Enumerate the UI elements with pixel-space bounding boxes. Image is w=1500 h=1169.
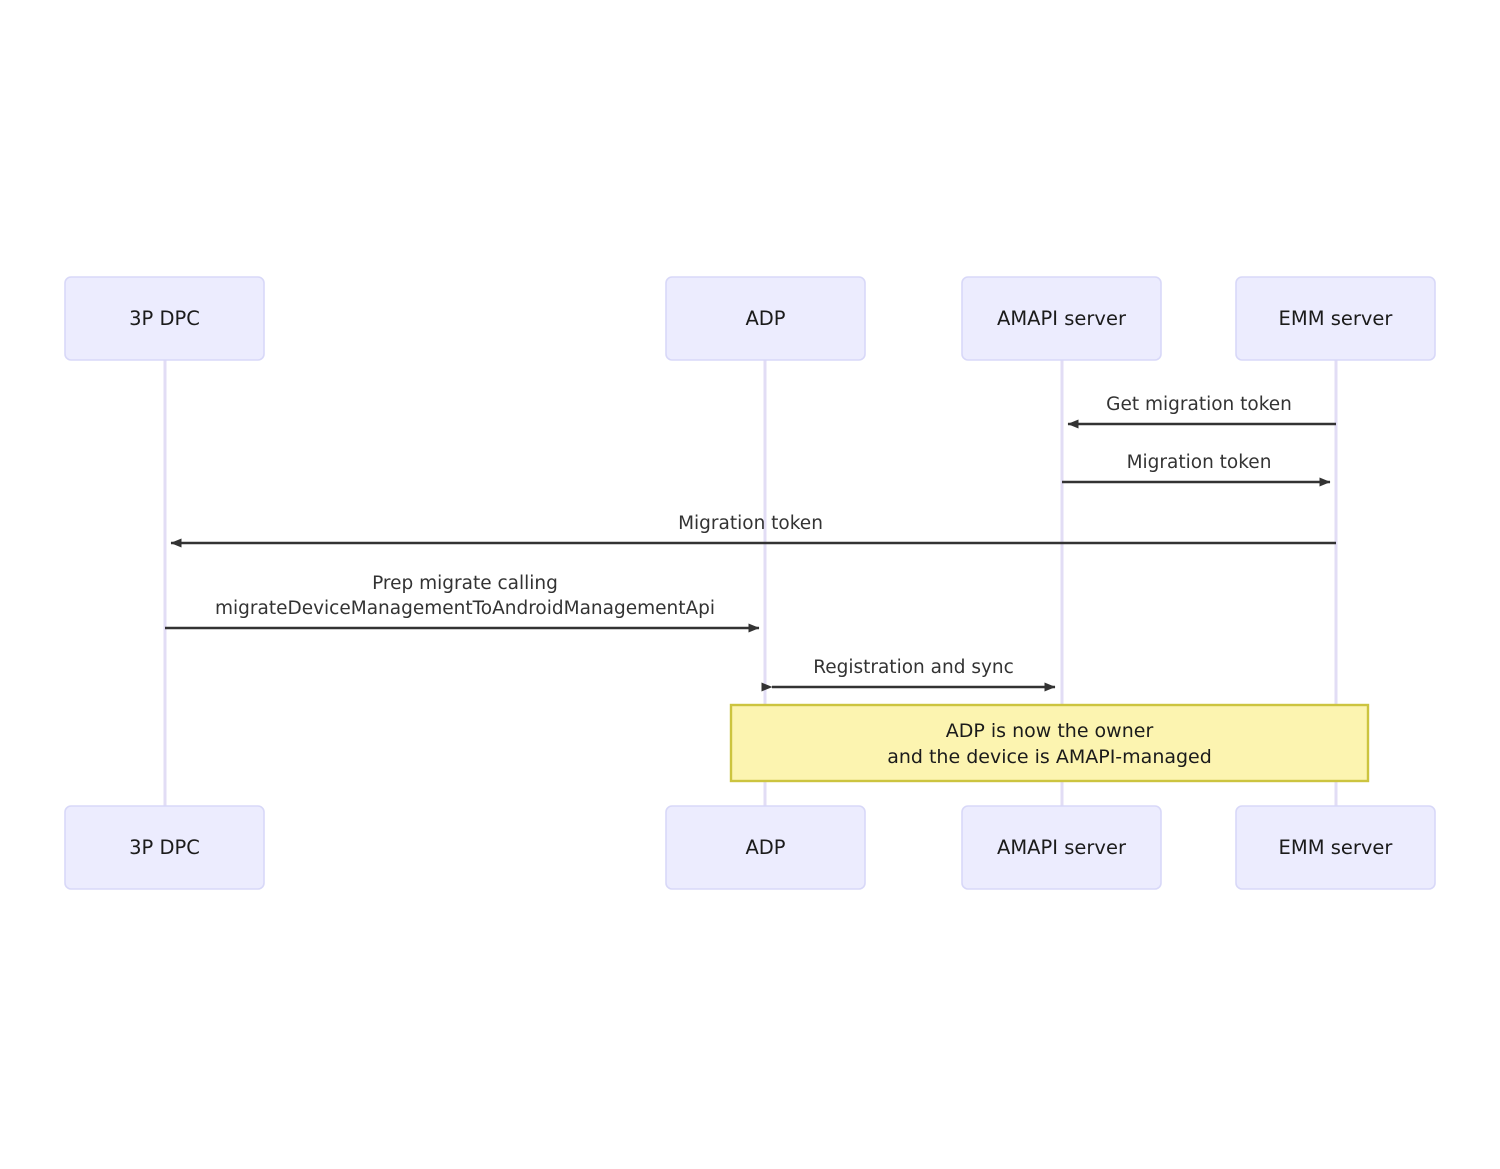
participant-box-rect — [665, 805, 866, 890]
message-3-emm-to-dpc: Migration token — [170, 513, 1336, 548]
participant-box-rect — [1235, 276, 1436, 361]
message-1-emm-to-amapi: Get migration token — [1067, 394, 1336, 429]
participant-box-rect — [1235, 805, 1436, 890]
message-label: Registration and sync — [813, 657, 1014, 678]
participant-label-adp-bottom: ADP — [745, 836, 785, 859]
message-label: Migration token — [678, 513, 823, 534]
message-label: Migration token — [1127, 452, 1272, 473]
note-owner-note: ADP is now the owner and the device is AM… — [729, 703, 1370, 783]
participant-amapi-bottom[interactable]: AMAPI server — [961, 805, 1162, 890]
message-5-adp-to-amapi: Registration and sync — [761, 657, 1056, 692]
participant-label-amapi-bottom: AMAPI server — [997, 836, 1127, 859]
participant-dpc-top[interactable]: 3P DPC — [64, 276, 265, 361]
participant-adp-top[interactable]: ADP — [665, 276, 866, 361]
participant-label-amapi-top: AMAPI server — [997, 307, 1127, 330]
message-label: Get migration token — [1106, 394, 1292, 415]
message-label: Prep migrate calling — [372, 573, 558, 594]
message-4-dpc-to-adp: Prep migrate calling migrateDeviceManagem… — [165, 573, 760, 633]
participant-box-rect — [665, 276, 866, 361]
participant-label-dpc-top: 3P DPC — [129, 307, 200, 330]
participant-adp-bottom[interactable]: ADP — [665, 805, 866, 890]
participant-dpc-bottom[interactable]: 3P DPC — [64, 805, 265, 890]
participant-box-rect — [64, 276, 265, 361]
participant-box-rect — [961, 276, 1162, 361]
participant-label-dpc-bottom: 3P DPC — [129, 836, 200, 859]
note-text-line: ADP is now the owner — [946, 720, 1154, 742]
note-text-line: and the device is AMAPI-managed — [887, 746, 1212, 768]
participant-amapi-top[interactable]: AMAPI server — [961, 276, 1162, 361]
message-label: migrateDeviceManagementToAndroidManageme… — [215, 598, 715, 619]
participant-label-emm-bottom: EMM server — [1279, 836, 1394, 859]
notes-layer: ADP is now the owner and the device is AM… — [729, 703, 1370, 783]
note-box — [729, 703, 1370, 783]
participant-boxes-bottom: 3P DPC ADP AMAPI server EMM server — [64, 805, 1436, 890]
participant-emm-top[interactable]: EMM server — [1235, 276, 1436, 361]
message-2-amapi-to-emm: Migration token — [1062, 452, 1331, 487]
participant-label-adp-top: ADP — [745, 307, 785, 330]
participant-label-emm-top: EMM server — [1279, 307, 1394, 330]
participant-box-rect — [961, 805, 1162, 890]
participant-emm-bottom[interactable]: EMM server — [1235, 805, 1436, 890]
participant-boxes-top: 3P DPC ADP AMAPI server EMM server — [64, 276, 1436, 361]
participant-box-rect — [64, 805, 265, 890]
